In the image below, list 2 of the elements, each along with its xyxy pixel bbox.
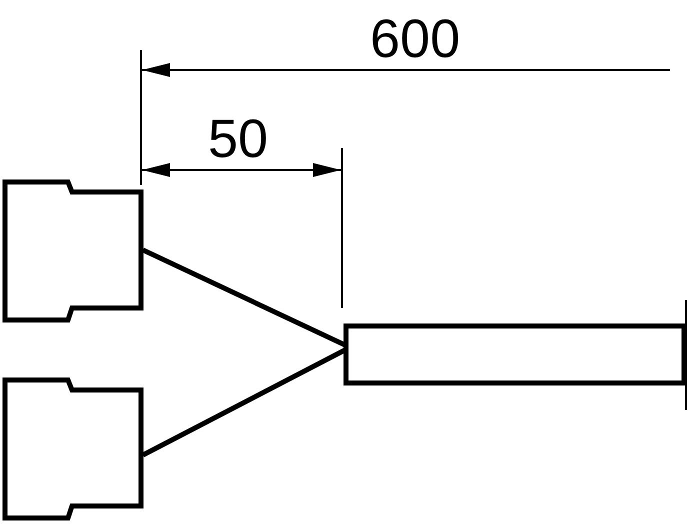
dimension-label: 600 [370,12,460,66]
dimension-label: 50 [208,112,268,166]
